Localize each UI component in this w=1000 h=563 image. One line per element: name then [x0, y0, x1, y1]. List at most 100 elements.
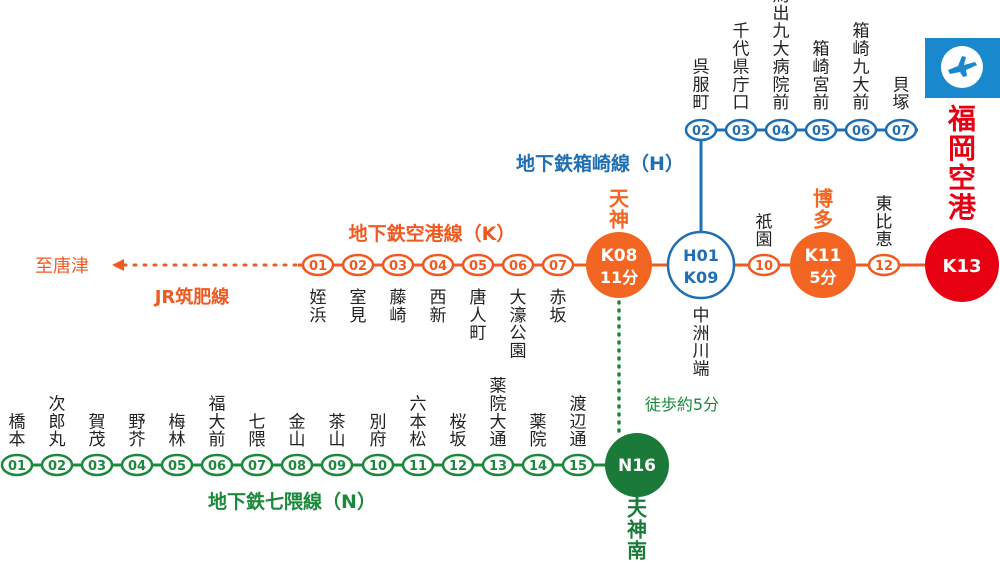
station-k05-code: 05 [469, 259, 487, 274]
station-k02[interactable] [341, 253, 375, 277]
station-hakata-time: 5分 [809, 268, 836, 287]
station-n06[interactable] [200, 453, 234, 477]
station-gion-code: 10 [755, 259, 773, 274]
station-n15[interactable] [561, 453, 595, 477]
station-n08[interactable] [280, 453, 314, 477]
station-n01-code: 01 [8, 459, 26, 474]
station-h05[interactable] [804, 118, 838, 142]
station-nakasu-code-h: H01 [683, 246, 719, 265]
station-name-n04: 野芥 [129, 412, 146, 450]
station-n13-code: 13 [489, 459, 507, 474]
station-h07[interactable] [884, 118, 918, 142]
station-n05-code: 05 [168, 459, 186, 474]
station-name-k04: 西新 [430, 288, 447, 326]
station-k06[interactable] [501, 253, 535, 277]
station-hakata[interactable] [790, 232, 856, 298]
station-name-n10: 別府 [370, 412, 387, 450]
station-name-n15: 渡辺通 [570, 394, 587, 450]
station-h06-code: 06 [852, 124, 870, 139]
station-n11-code: 11 [409, 459, 427, 474]
station-name-n01: 橋本 [9, 412, 26, 450]
station-name-h04: 馬出九大病院前 [773, 0, 790, 113]
station-higashi-hie[interactable] [867, 253, 901, 277]
station-name-n06: 福大前 [209, 394, 226, 450]
airplane-icon [948, 56, 977, 77]
station-n02[interactable] [40, 453, 74, 477]
station-n11[interactable] [401, 453, 435, 477]
station-n13[interactable] [481, 453, 515, 477]
station-n03-code: 03 [88, 459, 106, 474]
station-higashi-hie-code: 12 [875, 259, 893, 274]
station-name-k03: 藤崎 [390, 288, 407, 326]
station-nakasu-code-k: K09 [684, 268, 719, 287]
station-n14[interactable] [521, 453, 555, 477]
station-h02-code: 02 [692, 124, 710, 139]
station-tenjin-minami-code: N16 [618, 456, 656, 476]
station-k03-code: 03 [389, 259, 407, 274]
station-k04[interactable] [421, 253, 455, 277]
arrow-left-icon [112, 259, 124, 271]
station-h06[interactable] [844, 118, 878, 142]
station-name-h06: 箱崎九大前 [853, 22, 870, 113]
station-airport-code: K13 [943, 256, 982, 277]
station-n08-code: 08 [288, 459, 306, 474]
station-fukuoka-airport[interactable] [925, 228, 999, 302]
station-name-n13: 薬院大通 [490, 377, 507, 451]
station-name-hakata: 博多 [813, 187, 833, 232]
station-k06-code: 06 [509, 259, 527, 274]
station-name-nakasu-kawabata: 中洲川端 [693, 306, 710, 380]
station-name-n07: 七隈 [249, 412, 266, 450]
station-n09[interactable] [320, 453, 354, 477]
station-name-higashi-hie: 東比恵 [876, 194, 893, 250]
station-name-k02: 室見 [350, 288, 367, 326]
station-gion[interactable] [747, 253, 781, 277]
station-name-n03: 賀茂 [89, 412, 106, 450]
station-name-n12: 桜坂 [450, 412, 467, 450]
station-name-tenjin-minami: 天神南 [627, 497, 648, 563]
station-name-fukuoka-airport: 福岡空港 [947, 103, 977, 224]
station-h07-code: 07 [892, 124, 910, 139]
station-name-tenjin: 天神 [609, 187, 630, 232]
station-tenjin-time: 11分 [600, 268, 638, 287]
station-name-gion: 祇園 [756, 212, 773, 250]
station-k05[interactable] [461, 253, 495, 277]
station-n01[interactable] [0, 453, 34, 477]
station-n07-code: 07 [248, 459, 266, 474]
station-k01[interactable] [301, 253, 335, 277]
station-h04-code: 04 [772, 124, 790, 139]
station-n04[interactable] [120, 453, 154, 477]
station-n10[interactable] [361, 453, 395, 477]
station-tenjin-code: K08 [601, 246, 638, 266]
station-n05[interactable] [160, 453, 194, 477]
station-nakasu-kawabata[interactable] [666, 230, 736, 300]
station-n10-code: 10 [369, 459, 387, 474]
station-h03[interactable] [724, 118, 758, 142]
station-name-n05: 梅林 [169, 412, 186, 450]
station-k01-code: 01 [309, 259, 327, 274]
station-name-k05: 唐人町 [470, 287, 487, 344]
station-name-n14: 薬院 [530, 412, 547, 450]
station-n02-code: 02 [48, 459, 66, 474]
jr-chikuhi-line-name: JR筑肥線 [153, 286, 230, 308]
station-n12-code: 12 [449, 459, 467, 474]
station-k04-code: 04 [429, 259, 447, 274]
airport-line-name: 地下鉄空港線（K） [349, 222, 516, 245]
station-tenjin-minami[interactable] [605, 433, 669, 497]
station-name-h03: 千代県庁口 [733, 22, 750, 113]
station-tenjin[interactable] [586, 232, 652, 298]
station-k02-code: 02 [349, 259, 367, 274]
nanakuma-line-name: 地下鉄七隈線（N） [208, 490, 376, 513]
station-name-k01: 姪浜 [310, 288, 327, 326]
station-n03[interactable] [80, 453, 114, 477]
station-n12[interactable] [441, 453, 475, 477]
station-name-n02: 次郎丸 [49, 394, 66, 450]
station-k03[interactable] [381, 253, 415, 277]
station-h04[interactable] [764, 118, 798, 142]
station-n07[interactable] [240, 453, 274, 477]
station-n14-code: 14 [529, 459, 547, 474]
station-h02[interactable] [684, 118, 718, 142]
station-n15-code: 15 [569, 459, 587, 474]
station-k07[interactable] [541, 253, 575, 277]
destination-karatsu: 至唐津 [35, 256, 89, 277]
